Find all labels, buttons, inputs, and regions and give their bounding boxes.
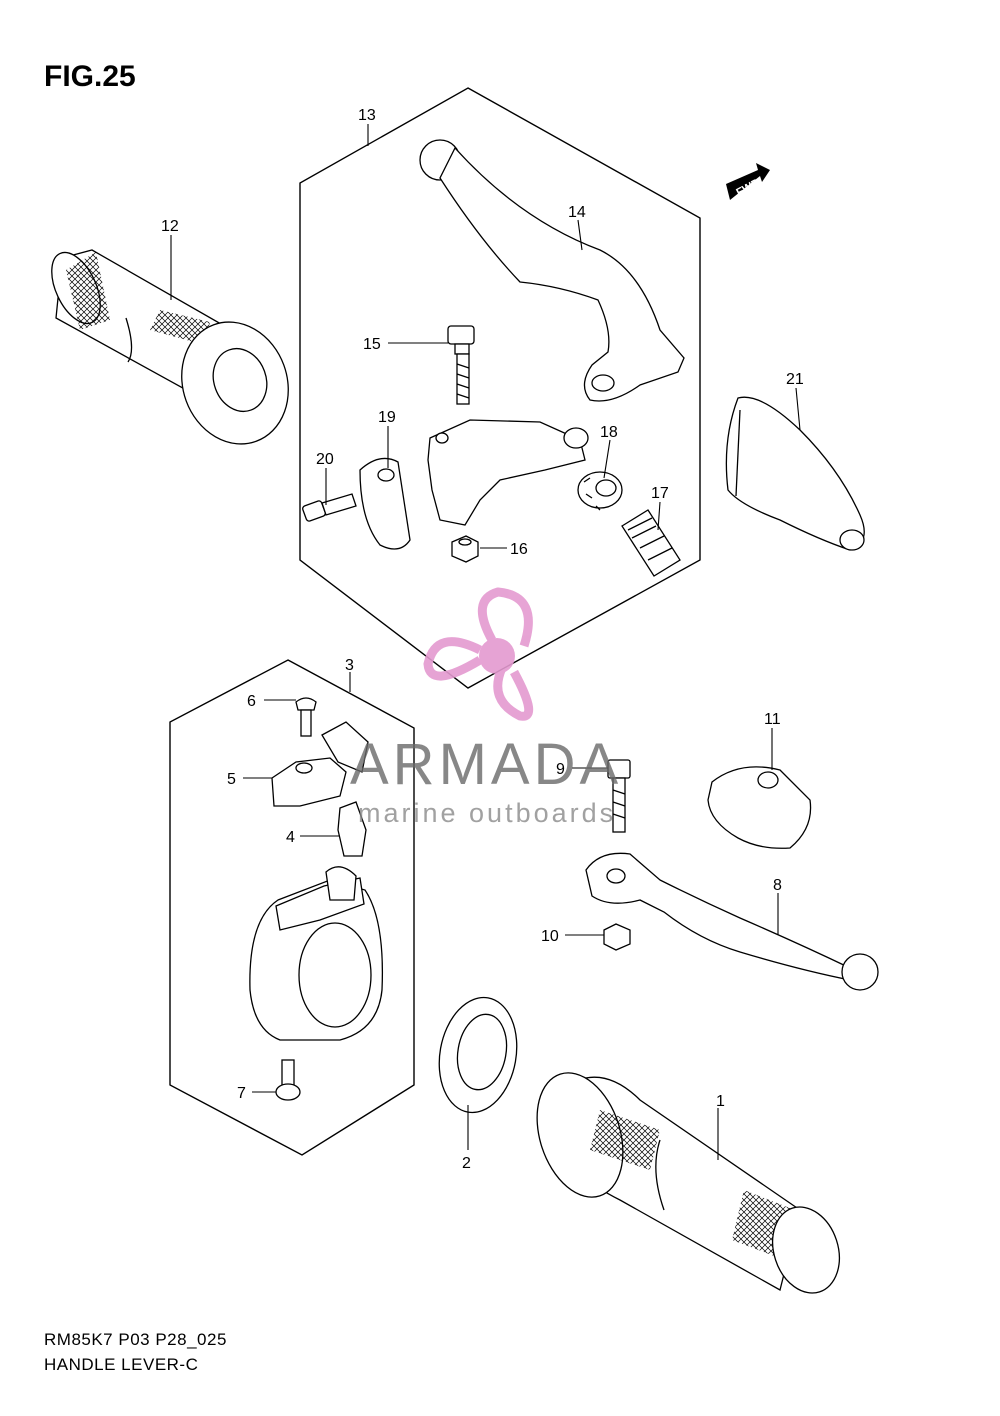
adjuster-bolt-17-part xyxy=(621,509,681,577)
switch-assembly-outline xyxy=(169,659,415,1156)
callout-16: 16 xyxy=(510,541,528,558)
figure-code: RM85K7 P03 P28_025 xyxy=(44,1330,227,1349)
watermark-tagline: marine outboards xyxy=(358,798,616,828)
callout-7: 7 xyxy=(237,1085,246,1102)
callout-8: 8 xyxy=(773,877,782,894)
right-grip-part xyxy=(536,1072,840,1294)
nut-10-part xyxy=(603,923,631,951)
callout-6: 6 xyxy=(247,693,256,710)
nut-16-part xyxy=(451,535,479,563)
callout-18: 18 xyxy=(600,424,618,441)
lever-boot-11-part xyxy=(707,766,812,849)
callout-21: 21 xyxy=(786,371,804,388)
callout-14: 14 xyxy=(568,204,586,221)
cable-guide-2-part xyxy=(438,996,518,1114)
screw-20-part xyxy=(302,493,357,522)
watermark-brand: ARMADA xyxy=(350,732,622,797)
callout-1: 1 xyxy=(716,1093,725,1110)
callout-2: 2 xyxy=(462,1155,471,1172)
switch-small-parts xyxy=(271,697,369,857)
callout-9: 9 xyxy=(556,761,565,778)
propeller-logo-icon xyxy=(423,587,534,721)
switch-housing-part xyxy=(249,866,384,1041)
figure-title: FIG.25 xyxy=(44,60,136,93)
bolt-9-part xyxy=(607,759,631,833)
adjuster-nut-18-part xyxy=(577,471,623,511)
armada-watermark: ARMADA marine outboards xyxy=(350,587,622,828)
callout-5: 5 xyxy=(227,771,236,788)
callout-3: 3 xyxy=(345,657,354,674)
clutch-lever-part xyxy=(419,139,685,402)
callout-13: 13 xyxy=(358,107,376,124)
lever-assembly-outline xyxy=(299,87,701,689)
bolt-15-part xyxy=(447,325,475,405)
callout-11: 11 xyxy=(764,711,781,728)
callout-labels: 1 2 3 4 5 6 7 8 9 10 11 12 13 14 15 16 1… xyxy=(161,107,804,1172)
callout-10: 10 xyxy=(541,928,559,945)
callout-17: 17 xyxy=(651,485,669,502)
left-grip-part xyxy=(51,249,289,445)
callout-4: 4 xyxy=(286,829,295,846)
callout-20: 20 xyxy=(316,451,334,468)
lever-cover-21-part xyxy=(725,396,865,551)
callout-19: 19 xyxy=(378,409,396,426)
fwd-arrow-icon: FWD xyxy=(726,163,770,200)
leader-lines xyxy=(170,124,801,1160)
callout-15: 15 xyxy=(363,336,381,353)
screw-7-part xyxy=(275,1059,301,1101)
lever-holder-part xyxy=(359,419,589,550)
brake-lever-part xyxy=(585,852,879,991)
figure-name: HANDLE LEVER-C xyxy=(44,1355,199,1374)
callout-12: 12 xyxy=(161,218,179,235)
